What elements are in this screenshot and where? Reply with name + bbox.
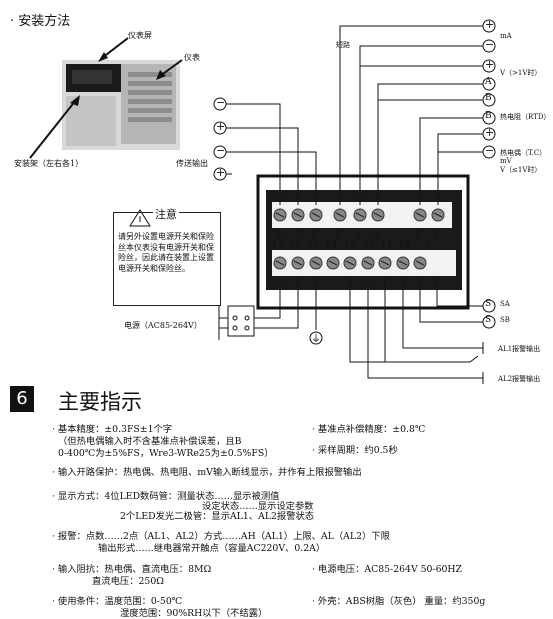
terminal-number-top: 3 [373, 230, 380, 241]
terminal-number-bottom: 17 [271, 240, 284, 251]
section-title: 主要指示 [58, 390, 142, 414]
screw-slot [415, 212, 425, 218]
terminal-number-bottom: 13 [343, 240, 356, 251]
plus-symbol: + [485, 58, 495, 71]
label-tc: 热电偶（T.C） [500, 149, 547, 157]
label-al2: AL2报警输出 [498, 375, 541, 383]
spec-disp-1: · 显示方式：4位LED数码管：测量状态……显示被测值 [52, 491, 280, 502]
screw-slot [275, 212, 285, 218]
label-meter: 仪表 [184, 53, 200, 62]
label-transmit: 传送输出 [176, 159, 208, 168]
terminal-number-top: 8 [275, 230, 282, 241]
label-sa: SA [500, 300, 510, 308]
plus-symbol: + [216, 120, 226, 133]
b-symbol: B [485, 93, 492, 103]
screw-slot [363, 260, 373, 266]
terminal-number-bottom: 12 [363, 240, 376, 251]
screw-slot [433, 212, 443, 218]
minus-symbol: − [216, 96, 226, 109]
socket-screws [273, 208, 445, 270]
ground-icon: ⏚ [311, 334, 321, 345]
plus-symbol: + [216, 166, 226, 179]
screw-slot [355, 212, 365, 218]
screw-slot [373, 212, 383, 218]
terminal-number-bottom: 14 [325, 240, 338, 251]
spec-disp-3: 2个LED发光二极管：显示AL1、AL2报警状态 [120, 511, 315, 522]
terminal-number-top: 7 [293, 230, 300, 241]
minus-symbol: − [216, 144, 226, 157]
terminal-number-bottom: 10 [398, 240, 411, 251]
spec-imp-1: · 输入阻抗：热电偶、直流电压：8MΩ [52, 564, 212, 575]
spec-basic-3: 0-400℃为±5%FS，Wre3-WRe25为±0.5%FS） [58, 448, 274, 459]
label-al1: AL1报警输出 [498, 345, 541, 353]
terminal-number-top: 2 [415, 230, 422, 241]
label-bracket: 安装架（左右各1） [14, 159, 84, 168]
screw-slot [380, 260, 390, 266]
terminal-number-bottom: 15 [307, 240, 320, 251]
label-sb: SB [500, 316, 510, 324]
spec-disp-2: 设定状态……显示设定参数 [202, 501, 314, 512]
section-header: · 安装方法 [10, 14, 71, 29]
spec-ref: · 基准点补偿精度：±0.8℃ [312, 424, 426, 435]
terminal-number-bottom: 9 [425, 240, 432, 251]
terminal-number-bottom: 11 [380, 240, 393, 251]
label-v-gt: V（>1V时） [500, 69, 542, 77]
terminal-number-top: 1 [433, 230, 440, 241]
spec-env-2: 湿度范围：90%RH以下（不结露） [120, 608, 268, 619]
label-short: 短路 [336, 41, 350, 49]
label-rtd: 热电阻（RTD） [500, 113, 551, 121]
label-v-le: V（≤1V时） [500, 166, 542, 174]
screw-slot [328, 260, 338, 266]
plus-symbol: + [485, 18, 495, 31]
spec-period: · 采样周期：约0.5秒 [312, 445, 398, 456]
power-label: 电源（AC85-264V） [124, 321, 202, 330]
screw-slot [293, 212, 303, 218]
spec-basic-1: · 基本精度：±0.3FS±1个字 [52, 424, 173, 435]
note-title: 注意 [153, 206, 179, 222]
screw-slot [335, 212, 345, 218]
label-mv: mV [500, 157, 512, 165]
screw-slot [275, 260, 285, 266]
spec-shape: · 外壳：ABS树脂（灰色） 重量：约350g [312, 596, 486, 607]
b-symbol: B [485, 111, 492, 121]
terminal-number-top: 4 [355, 230, 362, 241]
screw-slot [311, 260, 321, 266]
minus-symbol: − [485, 38, 495, 51]
label-ma: mA [500, 32, 512, 40]
terminal-number-top: 5 [335, 230, 342, 241]
spec-imp-2: 直流电压：250Ω [92, 576, 164, 587]
screw-slot [293, 260, 303, 266]
label-screen: 仪表屏 [128, 31, 152, 40]
screw-slot [415, 260, 425, 266]
terminal-number-top: 6 [311, 230, 318, 241]
screw-slot [345, 260, 355, 266]
minus-symbol: − [485, 144, 495, 157]
spec-env-1: · 使用条件：温度范围：0-50℃ [52, 596, 183, 607]
a-symbol: A [485, 77, 492, 87]
s-symbol: S [485, 299, 492, 309]
spec-open: · 输入开路保护：热电偶、热电阻、mV输入断线显示，并作有上限报警输出 [52, 467, 362, 478]
note-text: 请另外设置电源开关和保险丝本仪表没有电源开关和保险丝，因此请在装置上设置电源开关… [118, 232, 214, 273]
s-symbol: S [485, 315, 492, 325]
spec-alarm-1: · 报警：点数……2点（AL1、AL2）方式……AH（AL1）上限、AL（AL2… [52, 531, 390, 542]
section-number: 6 [10, 386, 34, 412]
screw-slot [398, 260, 408, 266]
screw-slot [311, 212, 321, 218]
plus-symbol: + [485, 126, 495, 139]
terminal-number-bottom: 16 [289, 240, 302, 251]
spec-alarm-2: 输出形式……继电器常开触点（容量AC220V、0.2A） [98, 543, 326, 554]
spec-power: · 电源电压：AC85-264V 50-60HZ [312, 564, 462, 575]
spec-basic-2: （但热电偶输入时不含基准点补偿误差，且B [58, 436, 242, 447]
